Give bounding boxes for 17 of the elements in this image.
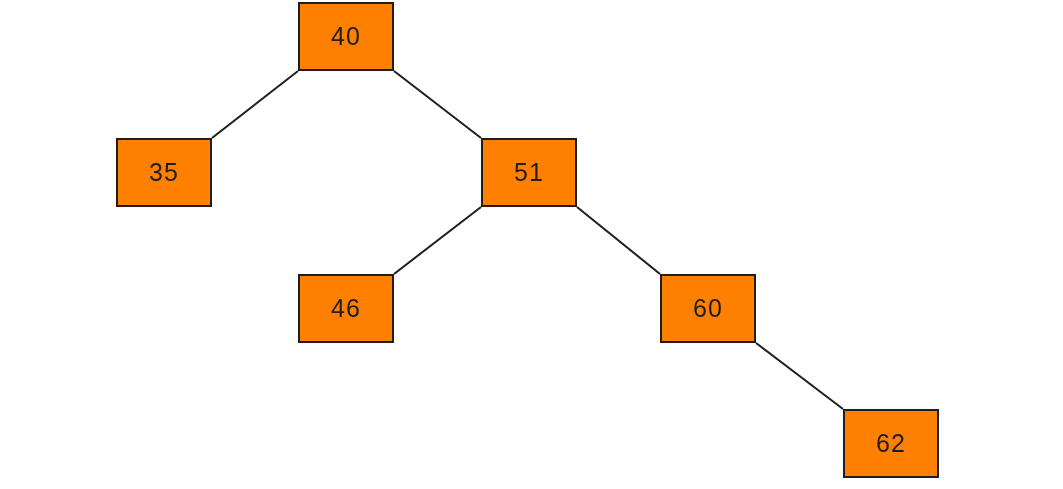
connector-line — [576, 206, 661, 275]
tree-node-box — [116, 138, 212, 207]
tree-node-box — [660, 274, 756, 343]
node-value: 46 — [331, 294, 361, 323]
connector-line — [393, 206, 482, 275]
connector-line — [755, 342, 844, 410]
connector-line — [393, 70, 482, 139]
tree-node-box — [298, 274, 394, 343]
node-value: 51 — [514, 158, 544, 187]
node-value: 40 — [331, 22, 361, 51]
node-value: 35 — [149, 158, 179, 187]
node-value: 62 — [876, 429, 906, 458]
tree-node-box — [843, 409, 939, 478]
node-value: 60 — [693, 294, 723, 323]
connector-line — [211, 70, 299, 139]
tree-node-box — [481, 138, 577, 207]
tree-node-box — [298, 2, 394, 71]
